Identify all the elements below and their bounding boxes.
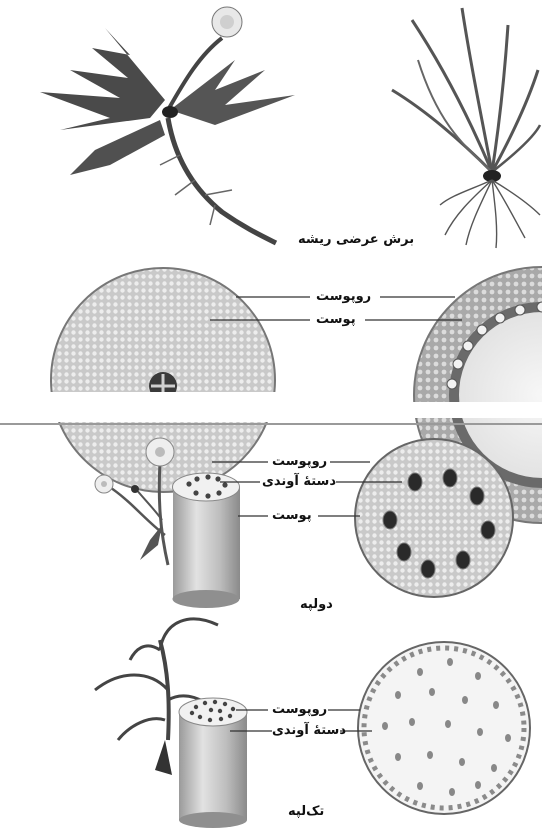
dicot-stem-cross-section	[355, 439, 513, 597]
dicot-taproot-plant-illustration	[40, 7, 295, 243]
monocot-stem-cylinder	[179, 698, 247, 828]
root-cross-section-title: برش عرضی ریشه	[298, 232, 414, 248]
root-epidermis-label: روپوست	[316, 289, 371, 305]
dicot-epidermis-label: روپوست	[272, 454, 327, 470]
monocot-stem-cross-section	[358, 642, 530, 814]
dicot-caption: دولپه	[300, 597, 333, 613]
buttercup-flower-icon	[146, 438, 174, 466]
monocot-epidermis-label: روپوست	[272, 702, 327, 718]
dicot-vascular-bundle-label: دستهٔ آوندی	[262, 474, 336, 490]
monocot-vascular-bundle-label: دستهٔ آوندی	[272, 723, 346, 739]
buttercup-flower-small-icon	[95, 475, 113, 493]
dicot-cortex-label: پوست	[272, 508, 312, 524]
monocot-fibrous-root-plant-illustration	[392, 8, 540, 248]
dicot-stem-cylinder	[173, 473, 241, 608]
dandelion-flower-icon	[212, 7, 242, 37]
root-cortex-label: پوست	[316, 312, 356, 328]
monocot-caption: تک‌لپه	[288, 804, 324, 820]
